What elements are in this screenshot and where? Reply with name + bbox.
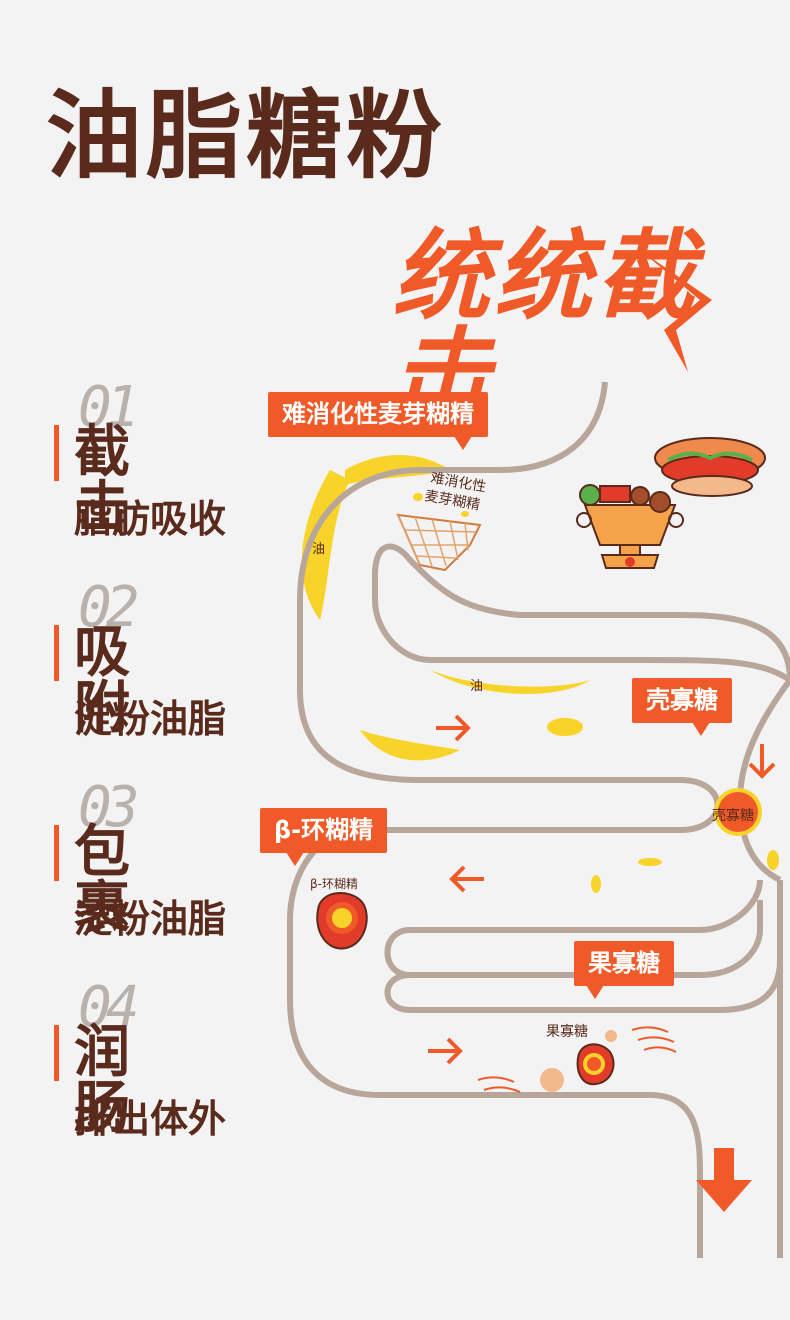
intestine-wall [384, 880, 783, 1013]
step-4-number: 04 [78, 975, 139, 1040]
oil-blob [360, 730, 460, 761]
step-1-number: 01 [78, 375, 139, 440]
oil-label-1: 油 [312, 542, 325, 557]
intestine-inner-wall [372, 543, 790, 683]
step-3-bar [54, 825, 59, 881]
oil-drop [591, 875, 601, 893]
flow-arrow-down-small [748, 744, 776, 779]
intestine-wall [384, 879, 763, 978]
intestine-wall [736, 678, 790, 883]
chitosan-tag: 壳寡糖 [632, 678, 732, 736]
step-1-sub: 脂肪吸收 [74, 497, 227, 541]
chitosan-small-label: 壳寡糖 [712, 807, 754, 824]
fructo-small-label: 果寡糖 [546, 1023, 588, 1040]
step-3-number: 03 [78, 775, 139, 840]
hotpot-icon [576, 484, 684, 569]
flow-arrow-down-big [696, 1148, 752, 1212]
fructo-particle-icon [477, 1026, 677, 1093]
oil-drop [767, 850, 779, 870]
fructo-tag: 果寡糖 [574, 941, 674, 999]
cyclodextrin-particle-icon [316, 891, 368, 950]
hotdog-icon [654, 437, 766, 497]
title-line-2: 统统截击 [392, 220, 699, 432]
flow-arrow-right-1 [436, 714, 471, 742]
step-2-bar [54, 625, 59, 681]
step-1-bar [54, 425, 59, 481]
oil-label-2: 油 [470, 679, 483, 694]
step-2-number: 02 [78, 575, 139, 640]
step-2-sub: 淀粉油脂 [74, 697, 227, 741]
step-4-heading: 润肠 [74, 1020, 130, 1141]
step-3-heading: 包裹 [74, 820, 130, 941]
chitosan-particle-icon [714, 788, 762, 836]
flow-arrow-left [449, 865, 484, 893]
cyclodextrin-tag: β-环糊精 [260, 808, 388, 866]
step-4-bar [54, 1025, 59, 1081]
step-3-sub: 淀粉油脂 [74, 897, 227, 941]
oil-blob [301, 470, 350, 620]
maltodextrin-tag: 难消化性麦芽糊精 [268, 392, 488, 450]
step-1-heading: 截击 [74, 420, 130, 541]
oil-drop [638, 858, 662, 866]
oil-blob [430, 670, 590, 694]
intestine-outer-wall [287, 381, 721, 1258]
flow-arrow-right-2 [428, 1037, 463, 1065]
step-2-heading: 吸附 [74, 620, 130, 741]
oil-drop [547, 718, 583, 736]
title-line-1: 油脂糖粉 [46, 80, 446, 192]
step-4-sub: 排出体外 [74, 1097, 227, 1141]
cyclodextrin-small-label: β-环糊精 [310, 876, 358, 891]
